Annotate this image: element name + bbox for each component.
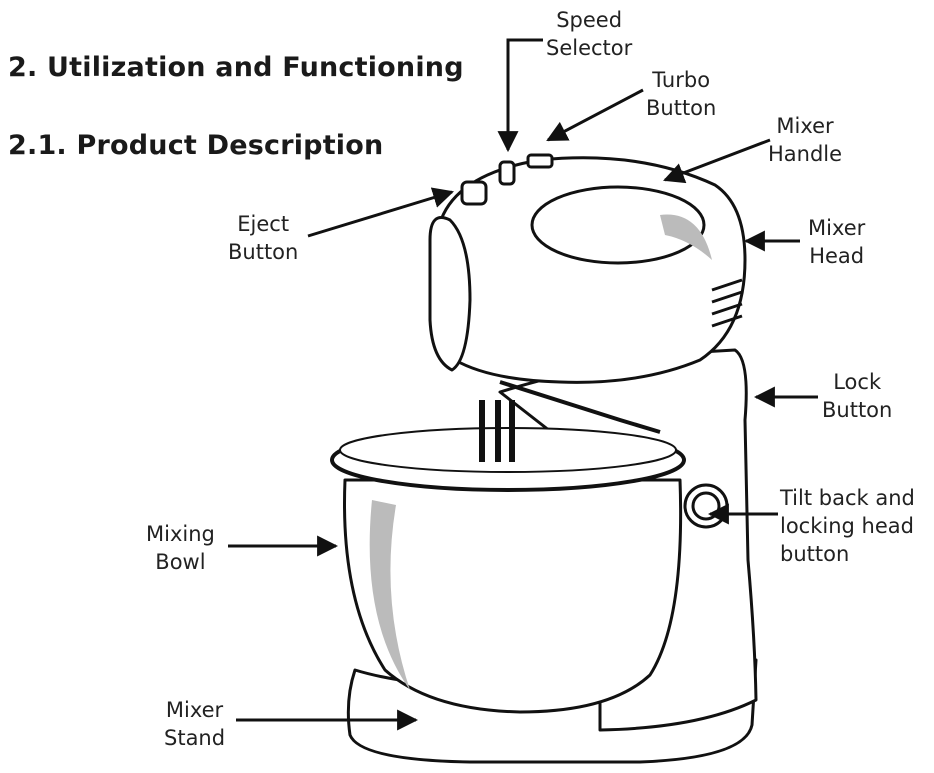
- speed-selector-part: [500, 162, 514, 184]
- mixing-bowl-body: [345, 480, 681, 712]
- arrow-turbo-button: [548, 90, 643, 140]
- arrow-speed-selector: [508, 40, 543, 150]
- arrow-mixer-handle: [665, 140, 770, 180]
- turbo-button-part: [528, 155, 552, 167]
- eject-button-part: [462, 182, 486, 204]
